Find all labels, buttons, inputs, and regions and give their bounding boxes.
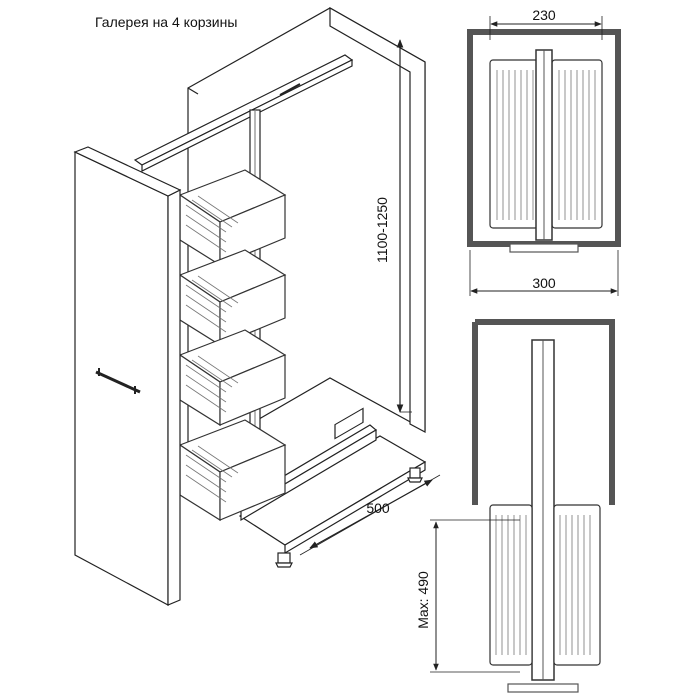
plan-view-closed	[467, 16, 621, 296]
cabinet-right-wall	[329, 6, 426, 433]
basket-1	[178, 169, 287, 267]
door-handle	[95, 368, 141, 394]
dimension-max-extension	[430, 519, 520, 673]
cabinet-isometric	[73, 6, 441, 607]
basket-3	[178, 329, 287, 427]
dimension-height	[396, 39, 412, 413]
dimension-outer-width	[469, 250, 619, 296]
plan-extended-cabinet	[472, 319, 615, 505]
label-inner-width: 230	[532, 7, 556, 23]
plan-closed-baskets	[489, 59, 603, 229]
front-door	[73, 146, 182, 607]
label-height-range: 1100-1250	[374, 197, 390, 263]
label-outer-width: 300	[532, 275, 556, 291]
label-max-extension: Max: 490	[415, 571, 431, 629]
dimension-depth	[299, 474, 441, 556]
label-depth: 500	[366, 500, 390, 516]
dimension-inner-width	[489, 16, 603, 40]
basket-4	[178, 419, 287, 522]
plan-view-extended	[430, 319, 615, 693]
top-rail	[133, 54, 354, 172]
plan-extended-baskets	[489, 504, 601, 666]
baskets	[178, 169, 287, 522]
diagram-title: Галерея на 4 корзины	[95, 14, 238, 30]
